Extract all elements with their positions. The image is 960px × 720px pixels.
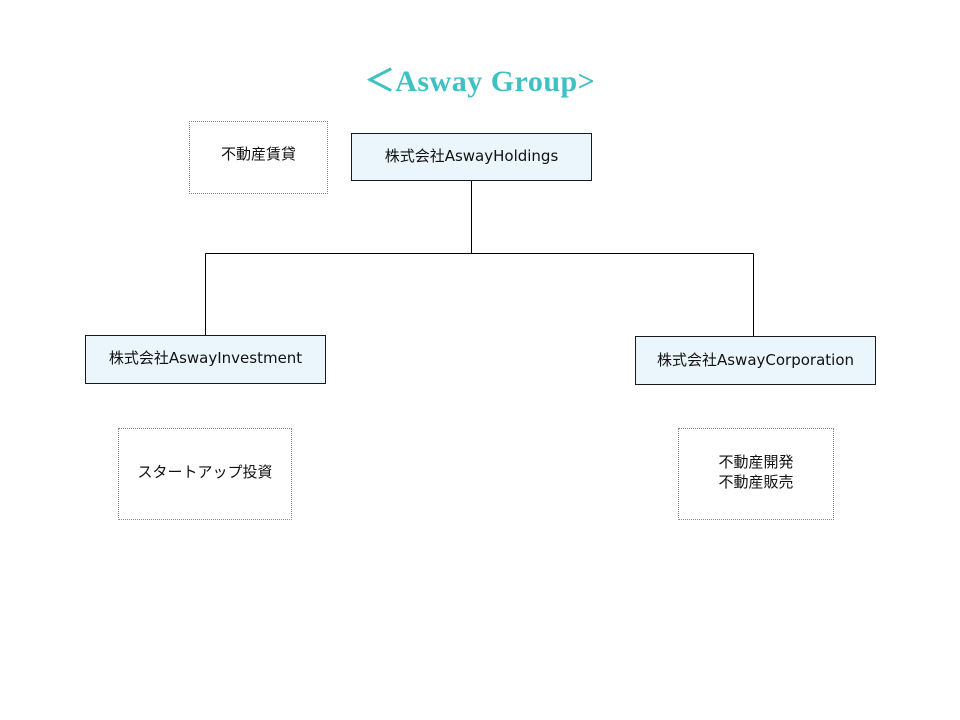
org-node-investment[interactable]: 株式会社AswayInvestment (85, 335, 326, 384)
business-note-holdings: 不動産賃貸 (189, 121, 328, 194)
diagram-title: ＜Asway Group> (364, 65, 596, 98)
note-line: 不動産販売 (718, 473, 794, 491)
org-node-label: 株式会社AswayInvestment (108, 349, 303, 367)
note-line: スタートアップ投資 (137, 463, 273, 481)
note-line: 不動産賃貸 (220, 144, 296, 163)
business-note-investment: スタートアップ投資 (118, 428, 292, 520)
note-line: 不動産開発 (718, 453, 794, 471)
business-note-corporation: 不動産開発 不動産販売 (678, 428, 834, 520)
org-node-label: 株式会社AswayHoldings (384, 146, 559, 165)
org-node-label: 株式会社AswayCorporation (656, 351, 855, 369)
org-node-corporation[interactable]: 株式会社AswayCorporation (635, 336, 876, 385)
org-node-holdings[interactable]: 株式会社AswayHoldings (351, 133, 592, 181)
